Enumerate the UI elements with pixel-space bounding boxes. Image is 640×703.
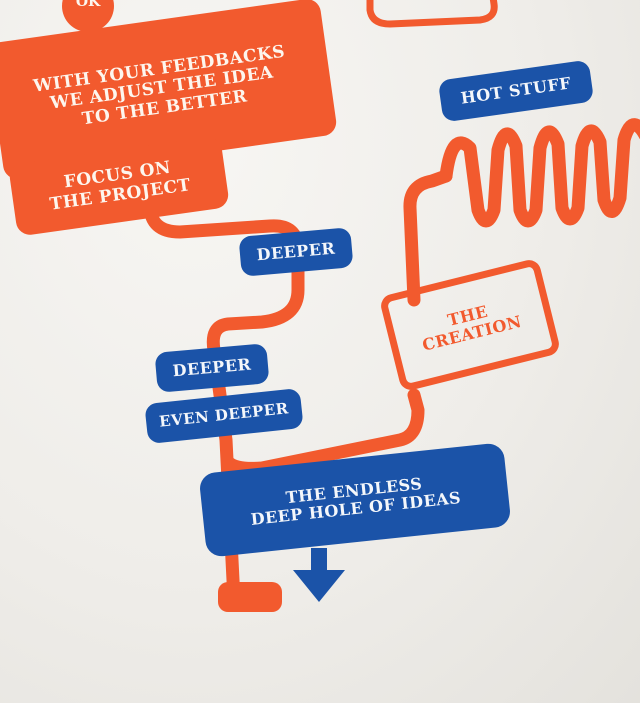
pipe-foot — [218, 582, 282, 612]
squiggle-line — [439, 118, 640, 228]
top-right-box — [366, 0, 498, 28]
main-flow-line — [143, 198, 305, 607]
deeper-text-1: DEEPER — [255, 238, 337, 265]
hot-stuff-text: HOT STUFF — [459, 73, 573, 108]
endless-text: THE ENDLESS DEEP HOLE OF IDEAS — [249, 473, 462, 529]
arrow-down-icon — [293, 548, 345, 602]
deeper-text-2: DEEPER — [171, 354, 253, 381]
top-stub — [62, 0, 114, 32]
upward-line — [403, 169, 453, 307]
creation-text: THE CREATION — [420, 301, 524, 355]
even-deeper-text: EVEN DEEPER — [158, 399, 290, 432]
feedback-text: WITH YOUR FEEDBACKS WE ADJUST THE IDEA T… — [32, 41, 287, 130]
top-stub-label: OK — [76, 0, 101, 10]
focus-text: FOCUS ON THE PROJECT — [48, 158, 192, 215]
branch-line — [221, 388, 425, 475]
